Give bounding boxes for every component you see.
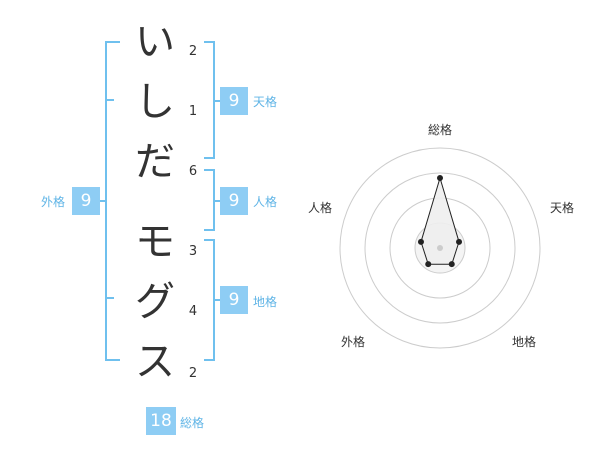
- name-char-2: し: [135, 79, 175, 125]
- gaikaku-label: 外格: [41, 195, 66, 209]
- stroke-count-6: 2: [188, 366, 198, 381]
- radar-point: [456, 238, 463, 245]
- name-char-6: ス: [135, 339, 175, 385]
- soukaku-label: 総格: [180, 416, 205, 430]
- gaikaku-score-badge: 9: [72, 187, 100, 215]
- bracket-lines: [99, 41, 220, 361]
- name-char-4: モ: [135, 219, 175, 265]
- stroke-count-4: 3: [188, 244, 198, 259]
- name-char-3: だ: [135, 139, 175, 185]
- stroke-count-5: 4: [188, 304, 198, 319]
- jinkaku-score-badge: 9: [220, 187, 248, 215]
- gaikaku-bracket: [105, 41, 120, 361]
- radar-chart: [339, 147, 541, 349]
- radar-point: [437, 175, 443, 181]
- radar-label-gaikaku: 外格: [340, 335, 365, 349]
- tenkaku-score-badge: 9: [220, 87, 248, 115]
- radar-label-jinkaku: 人格: [307, 201, 332, 215]
- chikaku-bracket: [204, 239, 215, 361]
- radar-point: [417, 238, 424, 245]
- chikaku-label: 地格: [253, 295, 278, 309]
- stroke-count-2: 1: [188, 104, 198, 119]
- name-char-1: い: [135, 19, 175, 65]
- radar-point: [425, 261, 432, 268]
- chikaku-score-badge: 9: [220, 286, 248, 314]
- stroke-count-3: 6: [188, 164, 198, 179]
- radar-label-soukaku: 総格: [427, 123, 452, 137]
- jinkaku-bracket: [204, 169, 215, 231]
- radar-center-dot: [437, 245, 443, 251]
- tenkaku-label: 天格: [253, 95, 278, 109]
- radar-polygon: [420, 176, 460, 265]
- jinkaku-label: 人格: [253, 195, 278, 209]
- name-char-5: グ: [135, 279, 175, 325]
- stroke-count-1: 2: [188, 44, 198, 59]
- soukaku-score-badge: 18: [146, 407, 176, 435]
- radar-point: [448, 261, 455, 268]
- radar-label-chikaku: 地格: [511, 335, 536, 349]
- tenkaku-bracket: [204, 41, 215, 159]
- radar-label-tenkaku: 天格: [549, 201, 574, 215]
